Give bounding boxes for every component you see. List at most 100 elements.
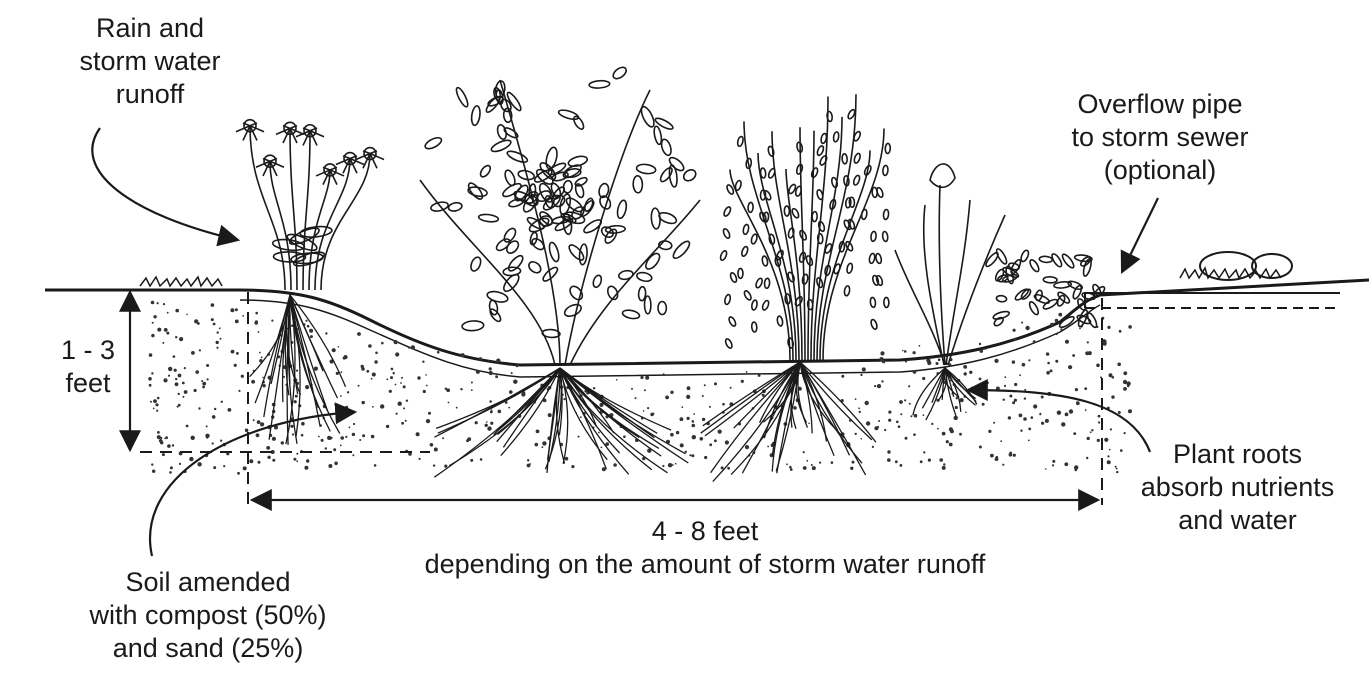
soil-particle	[990, 454, 994, 458]
soil-particle	[340, 395, 342, 397]
soil-particle	[1004, 376, 1006, 378]
soil-particle	[1098, 415, 1101, 418]
soil-particle	[650, 413, 654, 417]
leaf	[812, 211, 818, 221]
soil-particle	[476, 370, 480, 374]
iris-stem	[939, 185, 945, 365]
leaf	[842, 154, 848, 164]
soil-particle	[195, 370, 199, 374]
soil-particle	[260, 422, 264, 426]
soil-particle	[904, 399, 906, 401]
soil-particle	[685, 451, 687, 453]
soil-particle	[942, 432, 946, 436]
soil-particle	[1064, 462, 1068, 466]
soil-particle	[593, 387, 595, 389]
leaf	[1042, 298, 1059, 311]
leaf	[448, 202, 463, 213]
soil-particle	[686, 395, 690, 399]
leaf	[1028, 301, 1040, 316]
soil-particle	[511, 372, 513, 374]
soil-particle	[1127, 385, 1130, 388]
soil-particle	[862, 367, 866, 371]
soil-particle	[352, 433, 355, 436]
soil-particle	[374, 464, 377, 467]
soil-particle	[295, 395, 298, 398]
soil-particle	[1028, 440, 1030, 442]
leaf	[658, 301, 667, 314]
soil-particle	[332, 348, 336, 352]
soil-particle	[426, 419, 430, 423]
soil-particle	[471, 382, 473, 384]
soil-particle	[361, 365, 364, 368]
leaf	[651, 208, 661, 229]
soil-particle	[1118, 411, 1121, 414]
soil-particle	[374, 360, 377, 363]
soil-particle	[153, 315, 156, 318]
soil-particle	[293, 458, 296, 461]
soil-particle	[272, 459, 275, 462]
leaf	[542, 329, 560, 338]
soil-particle	[722, 403, 725, 406]
soil-particle	[910, 415, 912, 417]
leaf	[992, 310, 1010, 321]
leaf	[870, 297, 876, 308]
soil-particle	[693, 413, 695, 415]
soil-particle	[866, 421, 870, 425]
label-line: feet	[48, 367, 128, 400]
soil-particle	[580, 416, 582, 418]
soil-particle	[389, 390, 392, 393]
soil-particle	[1128, 409, 1132, 413]
soil-particle	[704, 384, 706, 386]
soil-particle	[1065, 340, 1069, 344]
soil-particle	[340, 445, 342, 447]
soil-particle	[212, 415, 216, 419]
soil-particle	[1033, 404, 1037, 408]
soil-particle	[882, 360, 885, 363]
leaf	[636, 163, 656, 174]
soil-particle	[1012, 401, 1015, 404]
soil-particle	[178, 374, 182, 378]
soil-particle	[631, 388, 633, 390]
soil-particle	[168, 375, 170, 377]
soil-particle	[249, 459, 253, 463]
soil-particle	[380, 404, 384, 408]
soil-particle	[235, 308, 238, 311]
soil-particle	[1087, 437, 1090, 440]
soil-particle	[175, 309, 179, 313]
soil-particle	[485, 424, 488, 427]
soil-particle	[598, 432, 600, 434]
leaf	[563, 302, 583, 318]
soil-particle	[257, 420, 261, 424]
label-line: 4 - 8 feet	[360, 515, 1050, 548]
soil-particle	[880, 351, 884, 355]
soil-particle	[1096, 364, 1100, 368]
soil-particle	[372, 373, 376, 377]
label-depth: 1 - 3 feet	[48, 334, 128, 400]
soil-particle	[417, 376, 420, 379]
soil-particle	[357, 332, 361, 336]
soil-particle	[692, 435, 696, 439]
soil-particle	[758, 374, 761, 377]
soil-particle	[314, 367, 318, 371]
soil-particle	[942, 466, 946, 470]
soil-particle	[858, 407, 860, 409]
leaf	[633, 176, 643, 193]
label-overflow-pipe: Overflow pipe to storm sewer (optional)	[1040, 88, 1280, 187]
soil-particle	[900, 413, 902, 415]
rain-garden-plants	[236, 65, 1106, 365]
soil-particle	[480, 458, 483, 461]
leaf	[737, 136, 744, 147]
soil-particle	[191, 351, 195, 355]
soil-particle	[266, 446, 270, 450]
leaf	[993, 316, 1005, 327]
soil-particle	[151, 301, 155, 305]
soil-particle	[437, 351, 440, 354]
soil-particle	[702, 395, 704, 397]
soil-particle	[1022, 363, 1026, 367]
soil-particle	[1055, 319, 1059, 323]
soil-particle	[271, 320, 273, 322]
label-line: Rain and	[55, 12, 245, 45]
soil-particle	[191, 436, 195, 440]
soil-particle	[1039, 413, 1041, 415]
soil-particle	[900, 464, 903, 467]
